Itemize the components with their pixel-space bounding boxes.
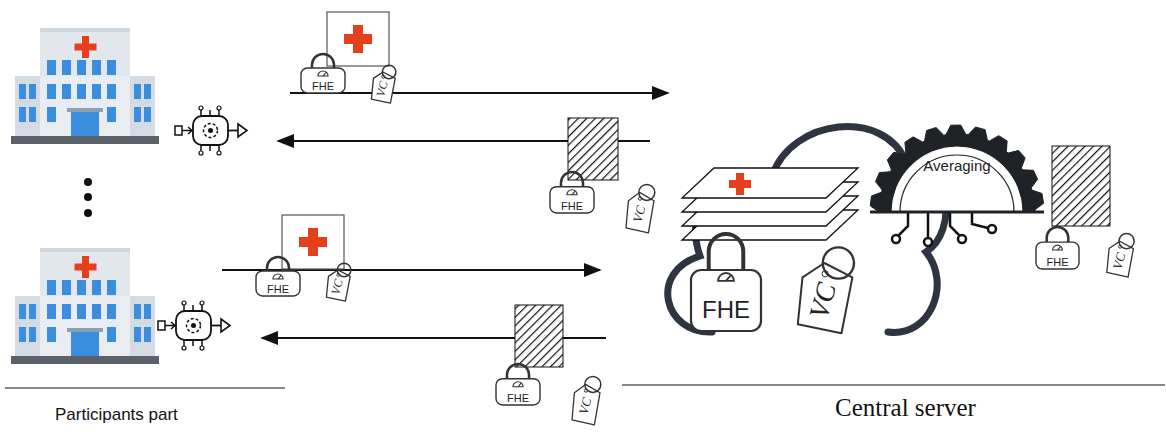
tag-hole <box>638 197 641 200</box>
tag-hole <box>822 271 828 277</box>
fhe-lock: FHE <box>549 170 595 214</box>
tag-ring <box>585 376 601 392</box>
lock-body <box>301 68 345 93</box>
upload-arrow <box>290 92 668 94</box>
vc-tag: VC <box>1103 232 1141 278</box>
lock-dial <box>273 274 283 279</box>
fhe-label: FHE <box>1035 257 1080 268</box>
tag-body <box>1107 241 1134 277</box>
tag-ring <box>639 184 655 200</box>
vc-label: VC <box>630 205 647 224</box>
gear-base <box>870 211 1044 214</box>
medical-image <box>327 12 389 66</box>
fhe-lock: FHE <box>495 362 541 406</box>
baseline <box>622 384 1165 385</box>
fhe-label: FHE <box>255 284 301 295</box>
lock-dial <box>718 273 734 281</box>
tag-ring <box>382 65 396 79</box>
model-chip-icon <box>158 301 230 350</box>
tag-hole <box>382 75 385 78</box>
fhe-label: FHE <box>549 201 595 212</box>
lock-shackle <box>709 234 744 272</box>
hospital-icon <box>11 248 159 364</box>
lock-dial <box>567 190 577 195</box>
hospital-icon <box>11 28 159 144</box>
fhe-label: FHE <box>690 298 762 322</box>
averaging-gear: Averaging <box>868 118 1046 214</box>
lock-body <box>691 270 761 331</box>
vc-tag: VC <box>323 262 357 302</box>
medical-image <box>282 215 344 269</box>
lock-body <box>550 187 594 213</box>
fhe-label: FHE <box>495 393 541 404</box>
fhe-lock: FHE <box>300 52 346 94</box>
region-label: Central server <box>835 394 976 422</box>
vc-tag: VC <box>368 64 402 104</box>
lock-dial-needle <box>323 72 326 76</box>
tag-body <box>572 384 600 425</box>
lock-dial-needle <box>278 275 281 279</box>
lock-dial-needle <box>572 191 575 195</box>
tag-ring <box>337 263 351 277</box>
tag-ring <box>823 247 854 278</box>
fhe-lock: FHE <box>1035 225 1080 270</box>
lock-body <box>496 379 540 405</box>
gear-label: Averaging <box>868 158 1046 173</box>
lock-dial-needle <box>518 383 521 387</box>
fhe-lock: FHE <box>255 255 301 297</box>
tag-hole <box>1119 245 1122 248</box>
tag-hole <box>584 389 587 392</box>
fhe-label: FHE <box>300 81 346 92</box>
gear-inner <box>892 147 1022 212</box>
lock-body <box>1036 242 1079 269</box>
lock-body <box>256 271 300 296</box>
fhe-lock: FHE <box>690 232 762 332</box>
model-chip-icon <box>175 106 247 155</box>
tag-hole <box>337 273 340 276</box>
region-label: Participants part <box>55 405 178 425</box>
vc-label: VC <box>1111 251 1128 270</box>
lock-dial <box>1053 245 1063 250</box>
vc-tag: VC <box>790 245 868 335</box>
baseline <box>5 387 285 388</box>
tag-ring <box>1119 234 1134 249</box>
gear-circuit-lines <box>892 212 996 246</box>
lock-dial-needle <box>726 275 731 281</box>
lock-dial <box>513 382 523 387</box>
tag-body <box>798 263 853 333</box>
tag-body <box>626 192 654 233</box>
vc-label: VC <box>576 397 593 416</box>
vc-tag: VC <box>568 374 608 426</box>
lock-dial <box>318 71 328 76</box>
hatched-model <box>515 305 563 367</box>
vc-tag: VC <box>622 182 662 234</box>
hatched-model <box>568 118 618 180</box>
ellipsis-dots <box>84 178 92 217</box>
stacked-layers <box>682 168 858 240</box>
hatched-model <box>1052 146 1110 226</box>
lock-dial-needle <box>1058 247 1061 250</box>
